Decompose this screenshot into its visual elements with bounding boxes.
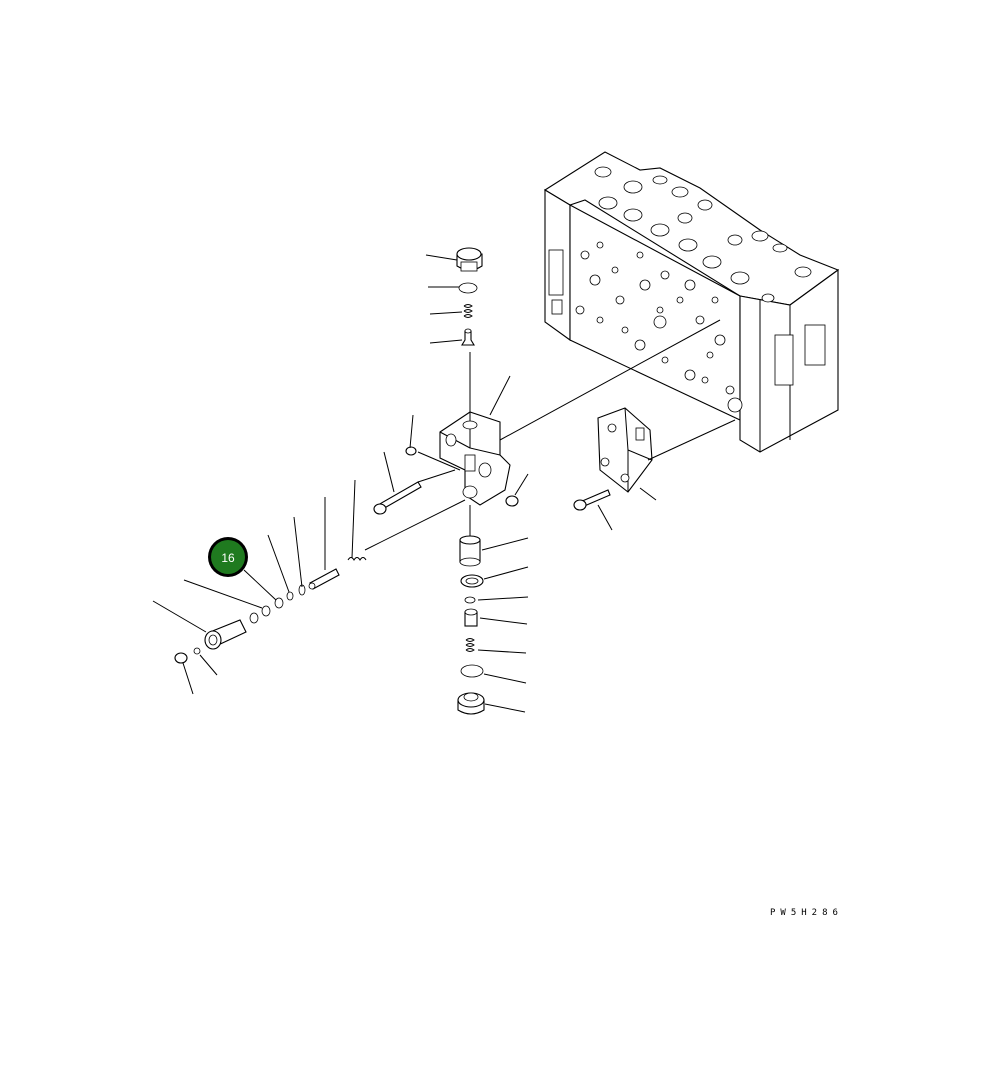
left-exploded-parts (174, 557, 367, 664)
cover-plate (597, 407, 653, 493)
assembly-lines (364, 319, 736, 551)
main-valve-block (543, 151, 840, 453)
top-ports (594, 166, 812, 303)
top-plug-stack (456, 247, 483, 346)
bolts (373, 446, 611, 515)
front-face-holes (575, 241, 743, 413)
valve-housing (439, 411, 511, 506)
callout-16[interactable]: 16 (208, 537, 248, 577)
leader-lines (152, 254, 657, 713)
drawing-code: PW5H286 (770, 908, 843, 918)
callout-number: 16 (221, 551, 235, 565)
bottom-plug-stack (457, 535, 485, 715)
